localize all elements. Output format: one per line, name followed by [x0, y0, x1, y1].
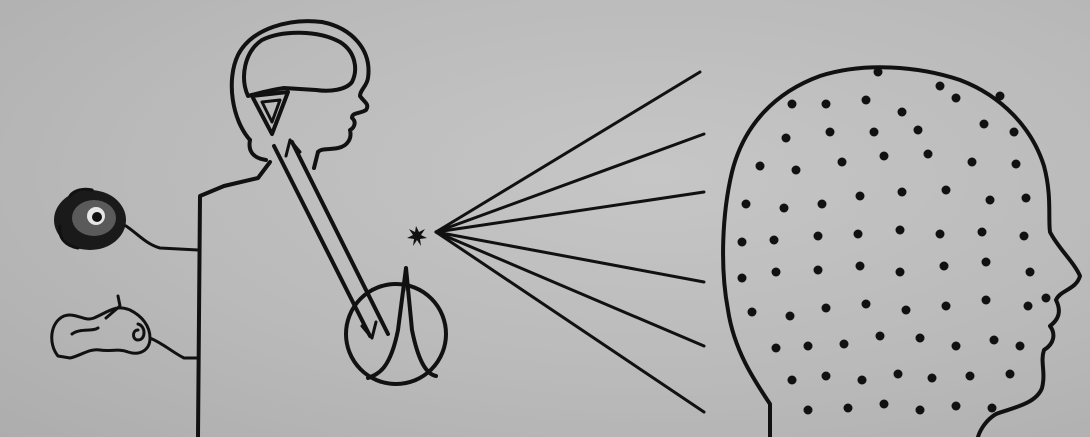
radiating-lines: [436, 72, 704, 412]
head-dot: [1010, 128, 1019, 137]
head-dot: [982, 296, 991, 305]
head-dot: [952, 342, 961, 351]
head-dot: [896, 268, 905, 277]
head-dot: [898, 188, 907, 197]
head-dot: [818, 200, 827, 209]
head-dot: [902, 306, 911, 315]
head-dot: [1006, 370, 1015, 379]
head-dot: [738, 274, 747, 283]
head-dot: [804, 342, 813, 351]
head-dot: [844, 404, 853, 413]
head-dot: [856, 262, 865, 271]
head-dot: [898, 108, 907, 117]
head-dot: [838, 158, 847, 167]
head-dot: [914, 126, 923, 135]
head-dot: [822, 304, 831, 313]
head-dot: [788, 376, 797, 385]
head-dot: [840, 340, 849, 349]
head-dot: [940, 262, 949, 271]
head-dot: [854, 230, 863, 239]
head-dot: [742, 200, 751, 209]
head-dot: [928, 374, 937, 383]
head-dot: [780, 204, 789, 213]
head-dot: [822, 372, 831, 381]
ear-nerve-line: [150, 338, 198, 358]
head-dot: [936, 230, 945, 239]
head-dot: [738, 238, 747, 247]
head-dot: [772, 268, 781, 277]
head-dot: [966, 372, 975, 381]
head-dot: [916, 406, 925, 415]
head-dot: [788, 100, 797, 109]
head-dot: [952, 94, 961, 103]
star-source-icon: [407, 226, 427, 246]
head-dot: [968, 158, 977, 167]
head-dot: [986, 196, 995, 205]
head-dot: [856, 192, 865, 201]
head-dot: [862, 96, 871, 105]
head-dot: [996, 92, 1005, 101]
head-dot: [792, 166, 801, 175]
head-dot: [880, 152, 889, 161]
head-dot: [1024, 302, 1033, 311]
head-dot: [786, 312, 795, 321]
head-dot: [982, 258, 991, 267]
head-dot: [804, 406, 813, 415]
head-dot: [858, 376, 867, 385]
head-dot: [814, 266, 823, 275]
head-dot: [936, 82, 945, 91]
head-dot: [952, 402, 961, 411]
head-dot: [880, 400, 889, 409]
eye-sense-organ: [54, 189, 198, 250]
head-dot: [916, 334, 925, 343]
head-dot: [896, 226, 905, 235]
large-dotted-head: [723, 67, 1080, 437]
head-dot: [988, 404, 997, 413]
neural-pathway-arrows: [274, 140, 388, 338]
head-dot: [990, 336, 999, 345]
head-dot: [874, 68, 883, 77]
head-dot: [756, 162, 765, 171]
head-dot: [942, 186, 951, 195]
head-dot: [924, 150, 933, 159]
head-dot: [814, 232, 823, 241]
head-dot: [826, 128, 835, 137]
head-dot: [870, 128, 879, 137]
head-dot: [978, 228, 987, 237]
brainstem-triangle: [252, 92, 288, 134]
head-dot: [1016, 342, 1025, 351]
head-dot: [748, 308, 757, 317]
head-dot: [980, 120, 989, 129]
eye-nerve-line: [126, 226, 198, 250]
head-dot: [876, 332, 885, 341]
head-dot: [1020, 232, 1029, 241]
head-dot: [772, 344, 781, 353]
head-dot: [862, 300, 871, 309]
head-dot: [1026, 268, 1035, 277]
head-dot: [1042, 294, 1051, 303]
head-dot: [942, 302, 951, 311]
head-dot: [1012, 160, 1021, 169]
head-dot: [1022, 194, 1031, 203]
head-dot: [894, 370, 903, 379]
head-dot-field: [738, 68, 1051, 415]
head-dot: [822, 100, 831, 109]
ear-sense-organ: [52, 296, 198, 358]
head-dot: [782, 134, 791, 143]
head-dot: [770, 236, 779, 245]
brain-outline: [244, 33, 355, 96]
